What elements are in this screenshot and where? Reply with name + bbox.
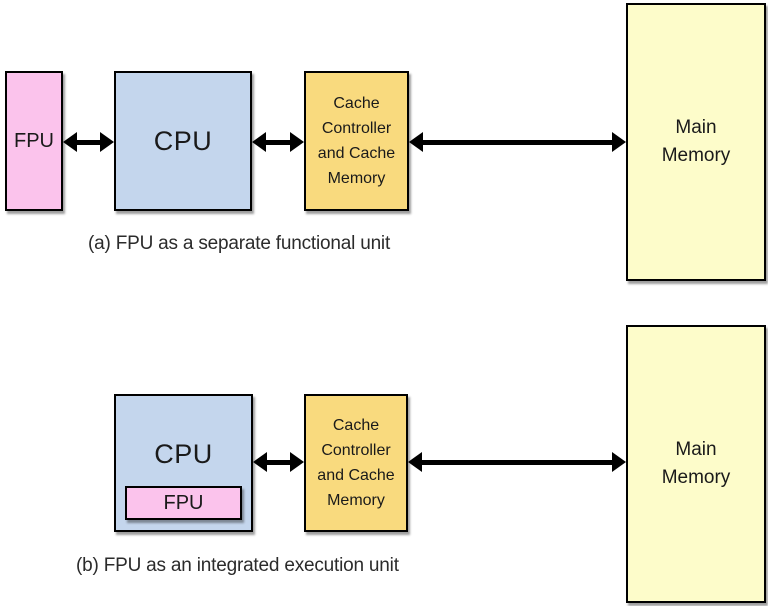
caption-a: (a) FPU as a separate functional unit xyxy=(88,233,391,254)
bidirectional-arrow-fpu-cpu-a xyxy=(63,132,114,152)
caption-b: (b) FPU as an integrated execution unit xyxy=(76,555,399,576)
fpu-box-b: FPU xyxy=(125,486,242,520)
main-memory-label-line-1: Main xyxy=(675,117,717,138)
main-memory-label-line-2: Memory xyxy=(661,467,731,488)
cache-label-line-2: Controller xyxy=(321,120,392,137)
cache-label-line-3: and Cache xyxy=(317,467,395,484)
fpu-box-a: FPU xyxy=(5,71,63,211)
cache-label-line-4: Memory xyxy=(327,170,386,187)
cache-label-line-1: Cache xyxy=(332,417,380,434)
cache-controller-box-b: Cache Controller and Cache Memory xyxy=(304,394,408,532)
bidirectional-arrow-cache-memory-a xyxy=(409,132,626,152)
main-memory-label: Main Memory xyxy=(662,436,731,492)
bidirectional-arrow-cpu-cache-a xyxy=(252,132,304,152)
bidirectional-arrow-cache-memory-b xyxy=(408,452,626,472)
main-memory-label: Main Memory xyxy=(662,114,731,170)
cache-controller-label: Cache Controller and Cache Memory xyxy=(317,413,394,513)
fpu-label: FPU xyxy=(163,491,204,514)
cache-label-line-2: Controller xyxy=(321,442,391,459)
cache-controller-box-a: Cache Controller and Cache Memory xyxy=(304,71,409,211)
cache-controller-label: Cache Controller and Cache Memory xyxy=(318,91,395,191)
cache-label-line-1: Cache xyxy=(333,95,380,112)
cpu-box-a: CPU xyxy=(114,71,252,211)
cpu-label: CPU xyxy=(153,125,213,156)
cache-label-line-4: Memory xyxy=(327,492,385,509)
main-memory-box-b: Main Memory xyxy=(626,325,766,603)
main-memory-box-a: Main Memory xyxy=(626,3,766,281)
fpu-label: FPU xyxy=(14,129,54,152)
cpu-label: CPU xyxy=(154,438,213,469)
cache-label-line-3: and Cache xyxy=(317,145,396,162)
bidirectional-arrow-cpu-cache-b xyxy=(253,452,304,472)
main-memory-label-line-1: Main xyxy=(675,439,717,460)
main-memory-label-line-2: Memory xyxy=(661,145,731,166)
